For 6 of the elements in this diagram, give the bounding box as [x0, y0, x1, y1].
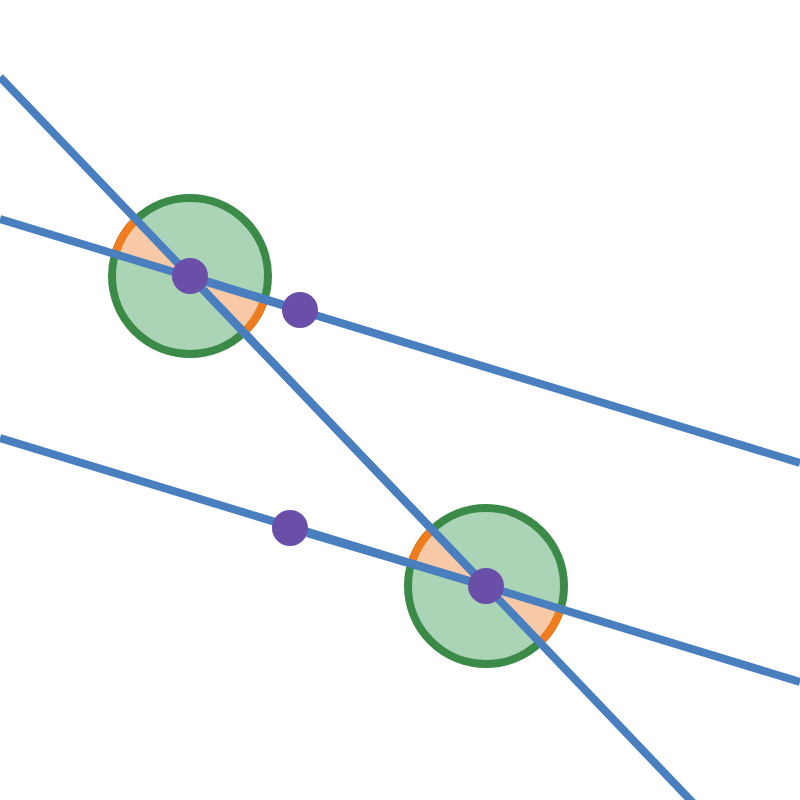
point [282, 292, 318, 328]
line-segment [199, 286, 477, 576]
point [468, 568, 504, 604]
point [272, 510, 308, 546]
line-segment [306, 529, 470, 585]
point [172, 258, 208, 294]
